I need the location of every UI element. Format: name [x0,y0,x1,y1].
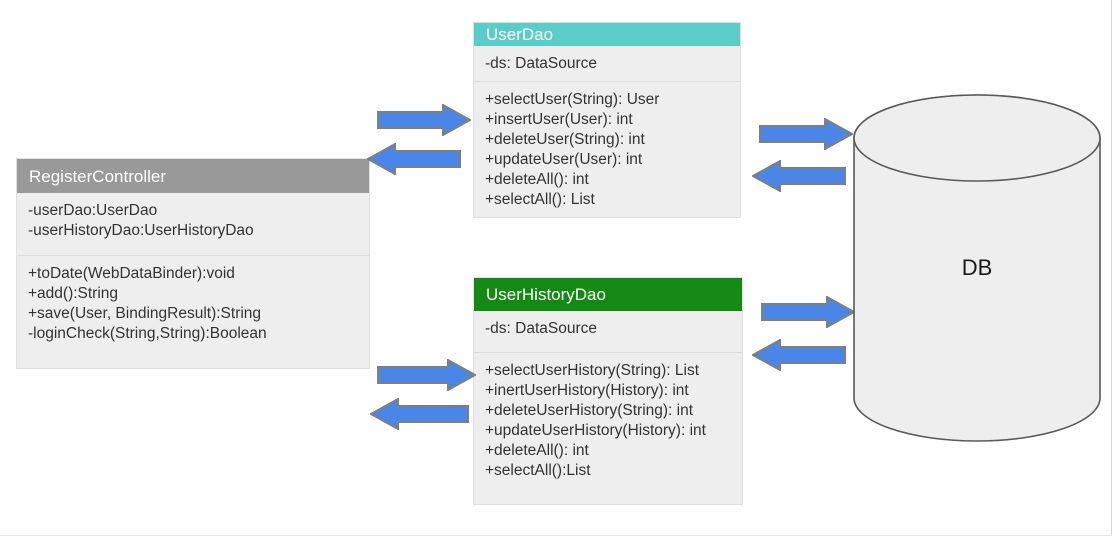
attribute-line: -ds: DataSource [485,320,597,337]
class-operations-user-history-dao: +selectUserHistory(String): List +inertU… [474,352,742,504]
operation-line: +deleteAll(): int [485,171,589,188]
arrow-user-history-dao-to-db [761,296,855,328]
class-attributes-user-dao: -ds: DataSource [474,46,740,81]
class-attributes-register-controller: -userDao:UserDao -userHistoryDao:UserHis… [17,193,369,255]
database-cylinder[interactable] [853,94,1101,442]
operation-line: +updateUser(User): int [485,151,643,168]
operation-line: +add():String [28,285,119,302]
class-title-user-history-dao: UserHistoryDao [474,278,742,311]
operation-line: +deleteUser(String): int [485,131,645,148]
arrow-db-to-user-dao [752,160,846,192]
operation-line: +inertUserHistory(History): int [485,382,689,399]
arrow-user-history-dao-to-controller [370,398,469,430]
class-box-user-history-dao[interactable]: UserHistoryDao -ds: DataSource +selectUs… [473,277,743,505]
operation-line: +selectAll(): List [485,191,595,208]
class-box-register-controller[interactable]: RegisterController -userDao:UserDao -use… [16,158,370,369]
operation-line: +save(User, BindingResult):String [28,305,262,322]
operation-line: +toDate(WebDataBinder):void [28,265,235,282]
class-box-user-dao[interactable]: UserDao -ds: DataSource +selectUser(Stri… [473,22,741,218]
class-title-register-controller: RegisterController [17,159,369,193]
operation-line: +selectAll():List [485,462,591,479]
attribute-line: -ds: DataSource [485,55,597,72]
operation-line: +deleteUserHistory(String): int [485,402,694,419]
class-operations-register-controller: +toDate(WebDataBinder):void +add():Strin… [17,255,369,368]
arrow-controller-to-user-history-dao [377,359,476,391]
operation-line: +updateUserHistory(History): int [485,422,706,439]
operation-line: +deleteAll(): int [485,442,589,459]
attribute-line: -userHistoryDao:UserHistoryDao [28,222,254,239]
arrow-db-to-user-history-dao [752,339,846,371]
operation-line: +selectUserHistory(String): List [485,362,700,379]
attribute-line: -userDao:UserDao [28,202,158,219]
operation-line: +selectUser(String): User [485,91,660,108]
operation-line: -loginCheck(String,String):Boolean [28,325,267,342]
arrow-controller-to-user-dao [377,104,471,136]
arrow-user-dao-to-db [759,118,853,150]
class-attributes-user-history-dao: -ds: DataSource [474,311,742,352]
operation-line: +insertUser(User): int [485,111,633,128]
class-operations-user-dao: +selectUser(String): User +insertUser(Us… [474,81,740,217]
arrow-user-dao-to-controller [367,143,461,175]
class-title-user-dao: UserDao [474,23,740,46]
